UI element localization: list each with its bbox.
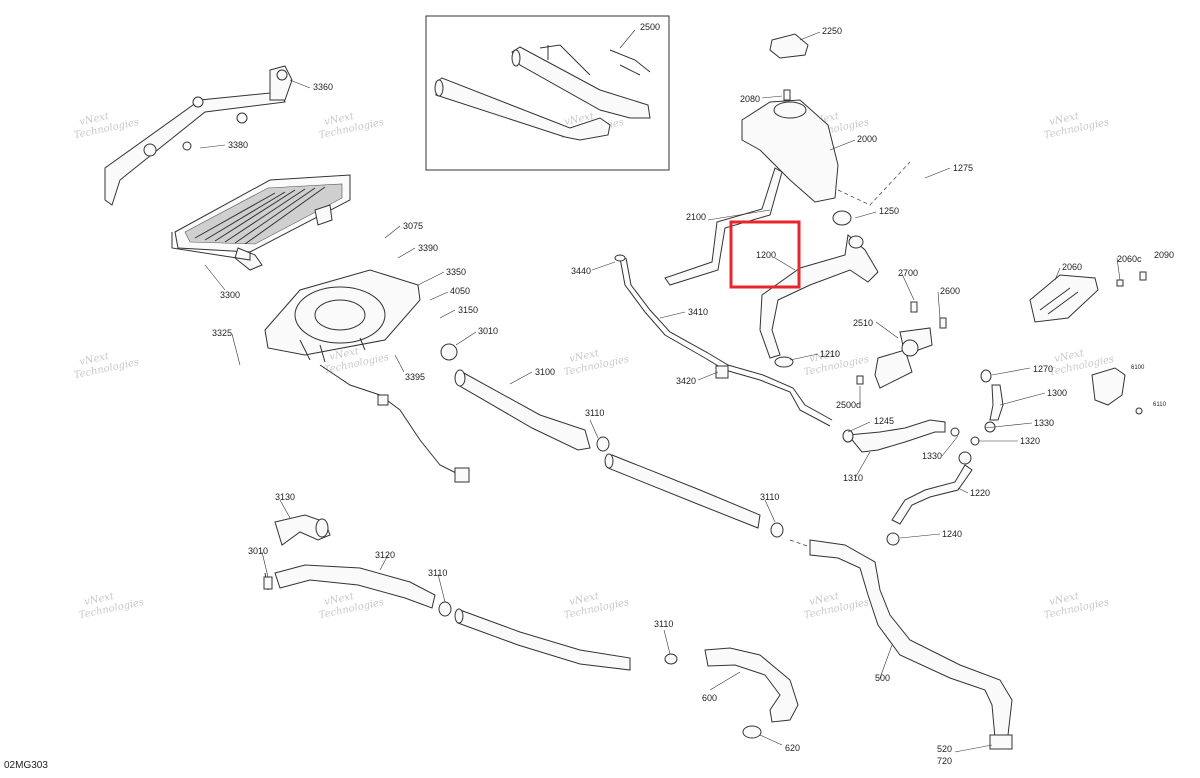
label-500[interactable]: 500 [875,673,890,683]
part-lower-mid-hose-drawing[interactable] [438,601,678,671]
label-2250[interactable]: 2250 [822,26,842,36]
label-1310[interactable]: 1310 [843,473,863,483]
label-3110-d[interactable]: 3110 [654,619,673,629]
label-2500d[interactable]: 2500d [836,400,861,410]
part-500-drawing[interactable] [809,539,1013,750]
label-3350[interactable]: 3350 [446,267,466,277]
label-1330-upper[interactable]: 1330 [1034,418,1054,428]
label-3110-c[interactable]: 3110 [760,492,779,502]
label-3360[interactable]: 3360 [313,82,333,92]
label-2500[interactable]: 2500 [640,22,660,32]
label-3440[interactable]: 3440 [571,266,591,276]
label-3150[interactable]: 3150 [458,305,478,315]
label-3130[interactable]: 3130 [275,492,295,502]
label-2000[interactable]: 2000 [857,134,877,144]
part-2500-drawing[interactable] [434,44,651,141]
part-3300-drawing[interactable] [171,174,351,271]
part-2000-drawing[interactable] [741,33,839,203]
label-3300[interactable]: 3300 [220,290,240,300]
label-3380[interactable]: 3380 [228,140,248,150]
label-1200[interactable]: 1200 [756,250,776,260]
part-1200-drawing[interactable] [759,210,879,368]
label-1240[interactable]: 1240 [942,529,962,539]
label-2700[interactable]: 2700 [898,268,918,278]
label-1210[interactable]: 1210 [820,349,840,359]
part-3150-hose-drawing[interactable] [596,436,784,538]
label-1245[interactable]: 1245 [874,416,894,426]
part-1220-drawing[interactable] [886,427,980,546]
inset-frame [425,15,670,171]
label-620[interactable]: 620 [785,743,800,753]
part-2510-drawing[interactable] [856,301,947,389]
part-labels: 2500 2250 2080 2000 1275 1250 2100 1200 … [212,22,1174,766]
label-3110-b[interactable]: 3110 [428,568,447,578]
part-6100-drawing[interactable] [1091,367,1143,415]
label-1220[interactable]: 1220 [970,488,990,498]
part-3360-drawing[interactable] [104,65,293,206]
label-6110[interactable]: 6110 [1153,402,1167,408]
label-3075[interactable]: 3075 [403,221,423,231]
label-2510[interactable]: 2510 [853,318,873,328]
part-3410-drawing[interactable] [614,254,833,427]
label-2100[interactable]: 2100 [686,212,706,222]
label-3010[interactable]: 3010 [478,326,498,336]
label-3120[interactable]: 3120 [375,550,395,560]
part-1300-drawing[interactable] [980,369,1004,433]
label-2600[interactable]: 2600 [940,286,960,296]
label-1330-lower[interactable]: 1330 [922,451,942,461]
label-6100[interactable]: 6100 [1131,365,1145,371]
label-3420[interactable]: 3420 [676,376,696,386]
label-520[interactable]: 520 [937,744,952,754]
label-720[interactable]: 720 [937,756,952,766]
label-1270[interactable]: 1270 [1033,364,1053,374]
label-1250[interactable]: 1250 [879,206,899,216]
part-1310-drawing[interactable] [842,419,946,453]
label-3325[interactable]: 3325 [212,328,232,338]
label-2090[interactable]: 2090 [1154,250,1174,260]
label-3010-lower[interactable]: 3010 [248,546,268,556]
label-3410[interactable]: 3410 [688,307,708,317]
label-1275[interactable]: 1275 [953,163,973,173]
part-2060-drawing[interactable] [1029,271,1147,323]
part-3350-drawing[interactable] [264,269,470,483]
label-4050[interactable]: 4050 [450,286,470,296]
drawing-code: 02MG303 [4,760,48,771]
label-1300[interactable]: 1300 [1047,388,1067,398]
part-2100-drawing[interactable] [664,167,783,286]
label-3110[interactable]: 3110 [585,408,604,418]
label-3100[interactable]: 3100 [535,367,555,377]
part-3130-drawing[interactable] [274,514,331,546]
label-600[interactable]: 600 [702,693,717,703]
part-3100-drawing[interactable] [440,343,591,451]
dashed-connectors [789,161,911,548]
label-1320[interactable]: 1320 [1020,436,1040,446]
part-600-drawing[interactable] [704,647,799,739]
label-2080[interactable]: 2080 [740,94,760,104]
highlight-box [729,220,801,289]
leader-lines [199,29,1121,753]
label-3395[interactable]: 3395 [405,372,425,382]
label-2060c[interactable]: 2060c [1117,254,1142,264]
label-2060[interactable]: 2060 [1062,262,1082,272]
label-3390[interactable]: 3390 [418,243,438,253]
